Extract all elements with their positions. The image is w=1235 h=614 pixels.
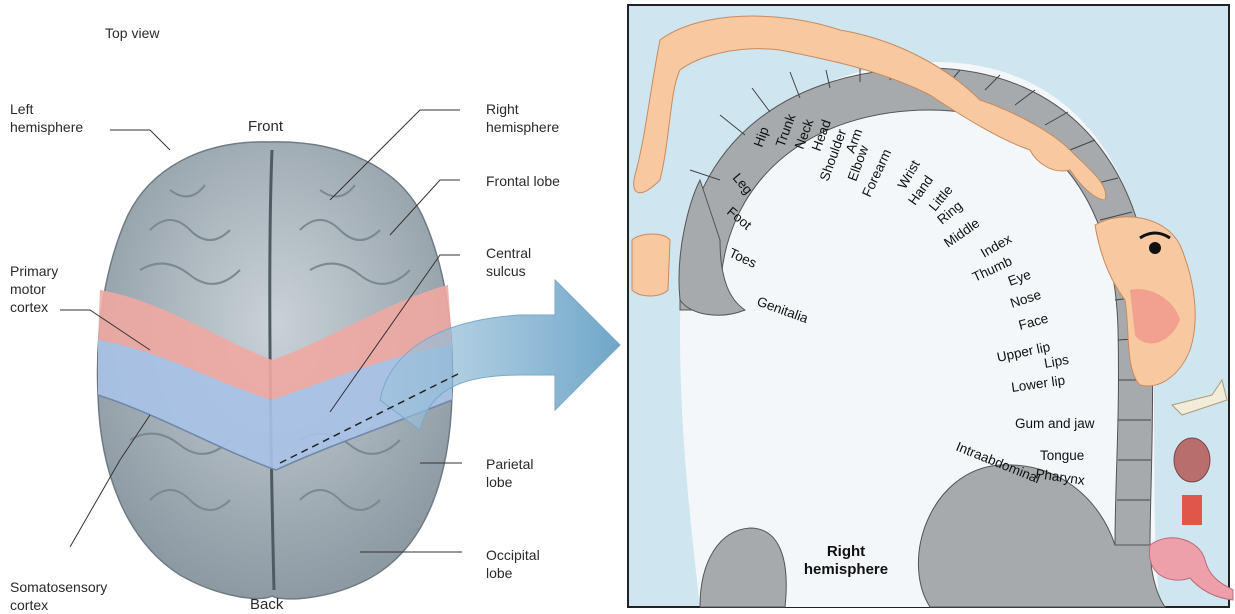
right-hemisphere-label-1: Right: [827, 543, 865, 560]
label-leg: Leg: [730, 170, 756, 197]
label-gum-and-jaw: Gum and jaw: [1015, 416, 1095, 431]
label-tongue: Tongue: [1040, 448, 1084, 463]
label-intraabdominal: Intraabdominal: [954, 439, 1042, 486]
label-face: Face: [1017, 311, 1050, 333]
right-hemisphere-label-2: hemisphere: [804, 561, 888, 578]
label-pharynx: Pharynx: [1035, 466, 1086, 488]
label-genitalia: Genitalia: [755, 294, 811, 326]
label-nose: Nose: [1008, 287, 1043, 311]
label-hip: Hip: [751, 125, 772, 149]
label-eye: Eye: [1006, 267, 1033, 289]
label-toes: Toes: [727, 245, 759, 271]
label-lips: Lips: [1043, 352, 1070, 371]
label-lower-lip: Lower lip: [1010, 373, 1066, 395]
label-foot: Foot: [724, 204, 755, 233]
